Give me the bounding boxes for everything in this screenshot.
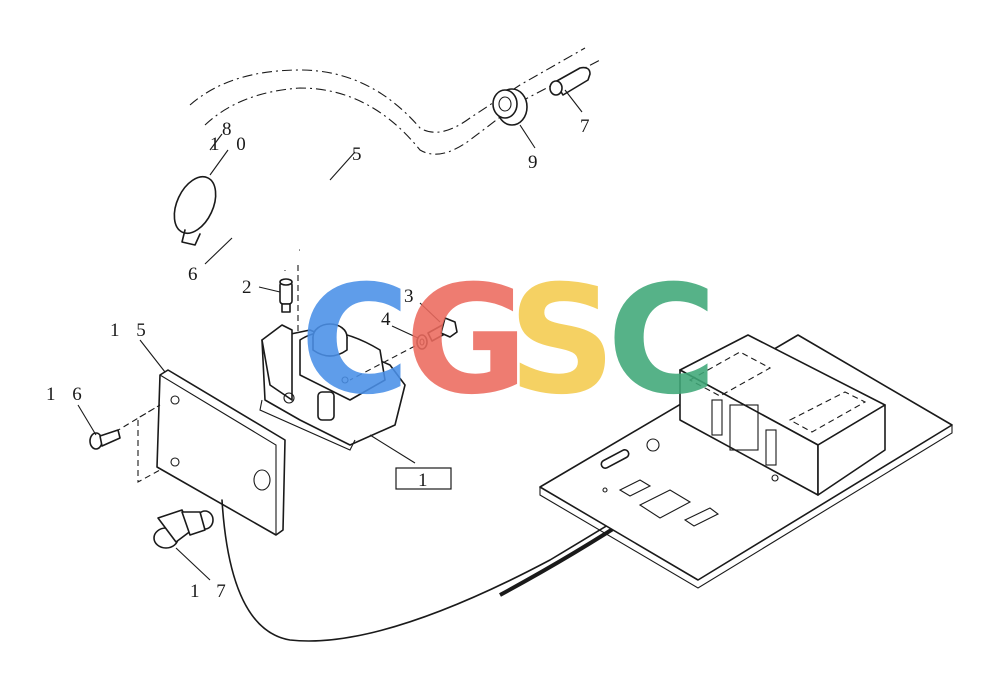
callout-2: 2 <box>242 277 258 298</box>
callout-4: 4 <box>381 309 397 330</box>
screw <box>89 429 121 450</box>
grommet <box>492 88 528 126</box>
watermark-letter-3: S <box>508 254 616 428</box>
callout-7: 7 <box>580 116 596 137</box>
base-panel <box>539 334 953 589</box>
callout-1: 1 <box>418 470 434 491</box>
callout-17: 1 7 <box>190 581 232 602</box>
callout-1-box <box>395 467 452 490</box>
hose-route-lower <box>204 59 601 155</box>
callout-8: 8 <box>222 119 238 140</box>
hose-route-upper <box>189 47 586 133</box>
watermark: C G S C <box>300 254 717 428</box>
hose-connector <box>549 66 591 96</box>
callout-15: 1 5 <box>110 320 152 341</box>
cover-plate <box>156 369 286 536</box>
bolt <box>427 317 458 342</box>
callout-10: 1 0 <box>210 134 252 155</box>
washer <box>416 334 428 350</box>
callout-3: 3 <box>404 286 420 307</box>
tube-assembly <box>123 102 293 253</box>
callout-16: 1 6 <box>46 384 88 405</box>
callout-5: 5 <box>352 144 368 165</box>
leader-lines <box>77 89 583 581</box>
washer-reservoir <box>259 323 406 451</box>
watermark-letter-4: C <box>607 254 717 428</box>
washer-pump <box>153 509 214 549</box>
hose-loop <box>283 172 348 271</box>
callout-6: 6 <box>188 264 204 285</box>
callout-9: 9 <box>528 152 544 173</box>
watermark-letter-1: C <box>300 254 410 428</box>
watermark-letter-2: G <box>405 254 528 428</box>
nozzle <box>279 278 293 313</box>
